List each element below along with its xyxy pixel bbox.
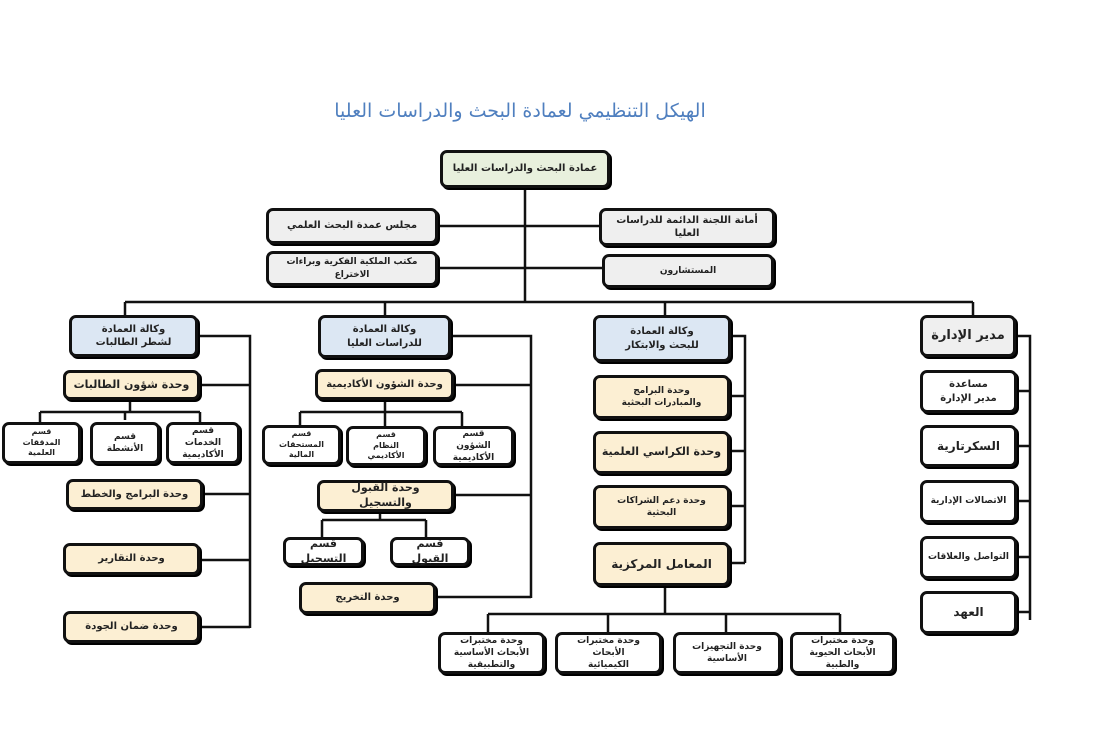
lab-unit-bio-medical[interactable]: وحدة مختبرات الأبحاث الحيوية والطبية xyxy=(790,632,895,674)
connector-research-spine xyxy=(729,334,747,565)
dept-registration[interactable]: قسم التسجيل xyxy=(283,537,364,566)
connector-female-depts xyxy=(38,398,202,422)
admin-item-secretariat[interactable]: السكرتارية xyxy=(920,425,1017,467)
programs-initiatives-unit-box[interactable]: وحدة البرامج والمبادرات البحثية xyxy=(593,375,730,419)
connector-admin-spine xyxy=(1015,334,1032,620)
admission-unit-box[interactable]: وحدة القبول والتسجيل xyxy=(317,480,454,512)
consultants-box[interactable]: المستشارون xyxy=(602,254,774,288)
root-deanship-box[interactable]: عمادة البحث والدراسات العليا xyxy=(440,150,610,188)
ip-office-box[interactable]: مكتب الملكية الفكرية وبراءات الاختراع xyxy=(266,251,438,286)
programs-plans-unit-box[interactable]: وحدة البرامج والخطط xyxy=(66,479,203,510)
connector-graduate-spine xyxy=(435,334,533,599)
student-affairs-unit-box[interactable]: وحدة شؤون الطالبات xyxy=(63,370,200,400)
admin-item-communications[interactable]: الاتصالات الإدارية xyxy=(920,480,1017,523)
female-branch-box[interactable]: وكالة العمادة لشطر الطالبات xyxy=(69,315,198,357)
research-branch-box[interactable]: وكالة العمادة للبحث والابتكار xyxy=(593,315,731,362)
dept-financial-dues[interactable]: قسم المستحقات المالية xyxy=(262,425,341,465)
academic-affairs-unit-box[interactable]: وحدة الشؤون الأكاديمية xyxy=(315,369,454,400)
dept-academic-system[interactable]: قسم النظام الأكاديمي xyxy=(346,426,426,466)
lab-unit-chemical[interactable]: وحدة مختبرات الأبحاث الكيميائية xyxy=(555,632,662,674)
graduate-committee-box[interactable]: أمانة اللجنة الدائمة للدراسات العليا xyxy=(599,208,775,246)
scientific-council-box[interactable]: مجلس عمدة البحث العلمي xyxy=(266,208,438,244)
connector-admission-depts xyxy=(320,512,428,537)
graduation-unit-box[interactable]: وحدة التخريج xyxy=(299,582,436,614)
chart-title: الهيكل التنظيمي لعمادة البحث والدراسات ا… xyxy=(334,100,706,122)
dept-scientific-auditors[interactable]: قسم المدققات العلمية xyxy=(2,422,81,464)
reports-unit-box[interactable]: وحدة التقارير xyxy=(63,543,200,575)
quality-unit-box[interactable]: وحدة ضمان الجودة xyxy=(63,611,200,643)
connector-graduate-depts xyxy=(298,398,464,427)
central-labs-box[interactable]: المعامل المركزية xyxy=(593,542,730,586)
graduate-branch-box[interactable]: وكالة العمادة للدراسات العليا xyxy=(318,315,451,358)
admin-item-relations[interactable]: التواصل والعلاقات xyxy=(920,536,1017,579)
dept-activities[interactable]: قسم الأنشطة xyxy=(90,422,160,464)
dept-admission[interactable]: قسم القبول xyxy=(390,537,470,566)
dept-academic-services[interactable]: قسم الخدمات الأكاديمية xyxy=(166,422,240,464)
admin-item-custody[interactable]: العهد xyxy=(920,591,1017,634)
admin-item-assistant[interactable]: مساعدة مدير الإدارة xyxy=(920,370,1017,413)
connector-labs xyxy=(486,585,842,632)
chairs-unit-box[interactable]: وحدة الكراسي العلمية xyxy=(593,431,730,474)
partnerships-unit-box[interactable]: وحدة دعم الشراكات البحثية xyxy=(593,485,730,529)
connector-female-spine xyxy=(198,334,252,629)
lab-unit-basic-equipment[interactable]: وحدة التجهيزات الأساسية xyxy=(673,632,781,674)
admin-director-box[interactable]: مدير الإدارة xyxy=(920,315,1016,357)
lab-unit-basic-applied[interactable]: وحدة مختبرات الأبحاث الأساسية والتطبيقية xyxy=(438,632,545,674)
dept-academic-affairs[interactable]: قسم الشؤون الأكاديمية xyxy=(433,426,514,466)
